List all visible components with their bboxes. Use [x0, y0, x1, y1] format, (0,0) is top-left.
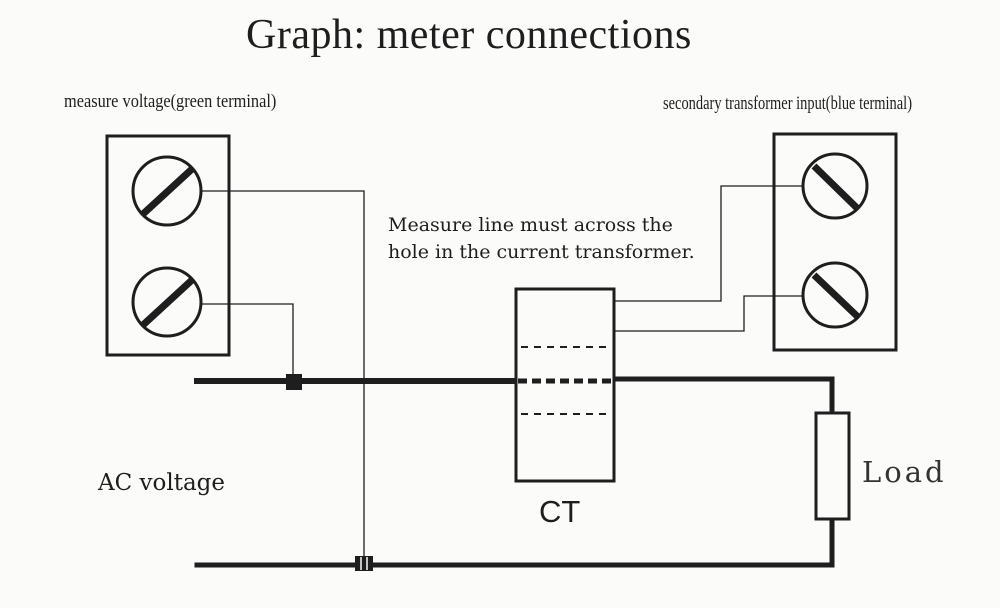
splice-connector-bottom: [355, 556, 373, 571]
ct-label: CT: [539, 494, 581, 529]
instruction-note: Measure line must across the hole in the…: [388, 212, 695, 265]
ct-input-terminal-label: secondary transformer input(blue termina…: [663, 93, 913, 114]
live-conductor-right: [611, 376, 835, 416]
load-label: Load: [862, 455, 947, 489]
voltage-wire-top: [201, 190, 365, 561]
instruction-note-line-2: hole in the current transformer.: [388, 240, 695, 263]
main-conductors: [194, 376, 835, 568]
splice-connector-top: [286, 374, 302, 390]
ct-input-screw-bottom: [801, 261, 869, 329]
ct-input-screw-top: [801, 152, 869, 220]
voltage-wire-bottom: [201, 303, 294, 377]
voltage-terminal-screw-top: [131, 155, 203, 227]
load-resistor: [814, 411, 851, 521]
ac-voltage-label: AC voltage: [98, 470, 226, 496]
ct-secondary-wire-top: [615, 185, 803, 302]
neutral-conductor: [194, 516, 835, 568]
voltage-terminal-block: [105, 134, 231, 357]
voltage-terminal-label: measure voltage(green terminal): [64, 91, 277, 112]
signal-wires: [201, 185, 803, 561]
page-title: Graph: meter connections: [246, 12, 692, 58]
voltage-terminal-screw-bottom: [131, 266, 203, 338]
current-transformer: [514, 287, 616, 483]
ct-secondary-wire-bottom: [615, 295, 803, 332]
ct-input-terminal-block: [772, 132, 898, 352]
instruction-note-line-1: Measure line must across the: [388, 214, 673, 236]
